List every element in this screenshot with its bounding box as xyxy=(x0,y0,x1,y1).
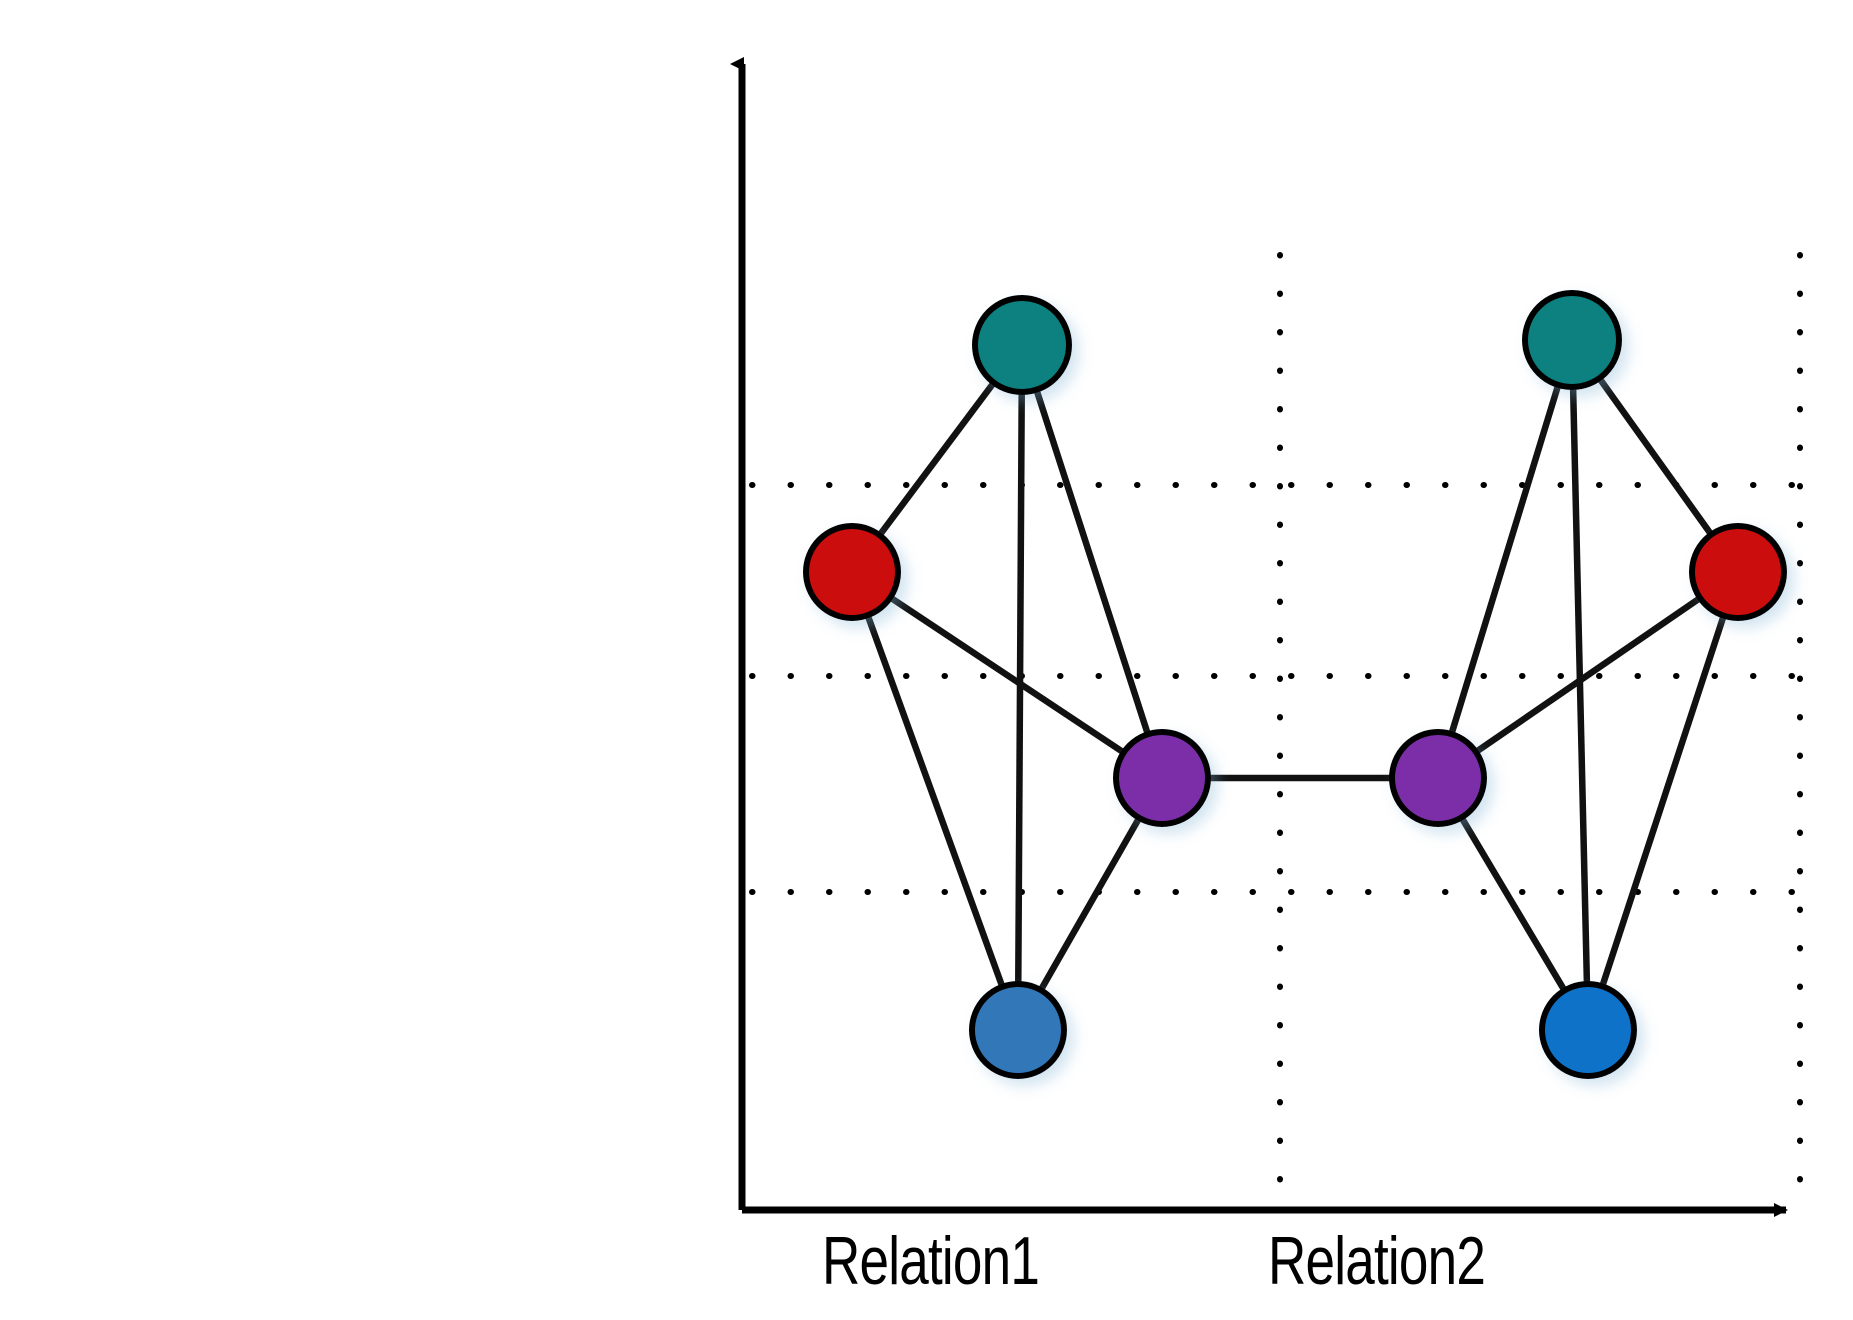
x-axis-tick-relation1: Relation1 xyxy=(822,1223,1040,1299)
edge-t2-b2 xyxy=(1569,383,1591,988)
edge-r2-p2 xyxy=(1471,593,1705,757)
edge-t1-b1 xyxy=(1015,388,1025,988)
edge-p1-b1 xyxy=(1036,813,1144,995)
node-b2[interactable] xyxy=(1539,981,1637,1079)
edge-r1-b1 xyxy=(863,611,1007,991)
node-r1[interactable] xyxy=(803,523,901,621)
node-t2[interactable] xyxy=(1522,290,1622,390)
edge-t1-r1 xyxy=(875,378,999,540)
node-p1[interactable] xyxy=(1113,729,1211,827)
axes xyxy=(730,57,1788,1217)
edge-t2-p2 xyxy=(1447,381,1563,738)
node-p2[interactable] xyxy=(1389,729,1487,827)
edge-r2-b2 xyxy=(1598,611,1728,991)
node-r2[interactable] xyxy=(1689,523,1787,621)
edge-p2-b2 xyxy=(1457,813,1569,995)
edge-t2-r2 xyxy=(1594,373,1716,539)
edge-r1-p1 xyxy=(886,593,1128,757)
node-layer xyxy=(803,290,1787,1079)
node-t1[interactable] xyxy=(972,295,1072,395)
edge-layer xyxy=(863,373,1728,995)
x-axis-tick-relation2: Relation2 xyxy=(1268,1223,1486,1299)
edge-t1-p1 xyxy=(1032,385,1152,739)
node-b1[interactable] xyxy=(969,981,1067,1079)
